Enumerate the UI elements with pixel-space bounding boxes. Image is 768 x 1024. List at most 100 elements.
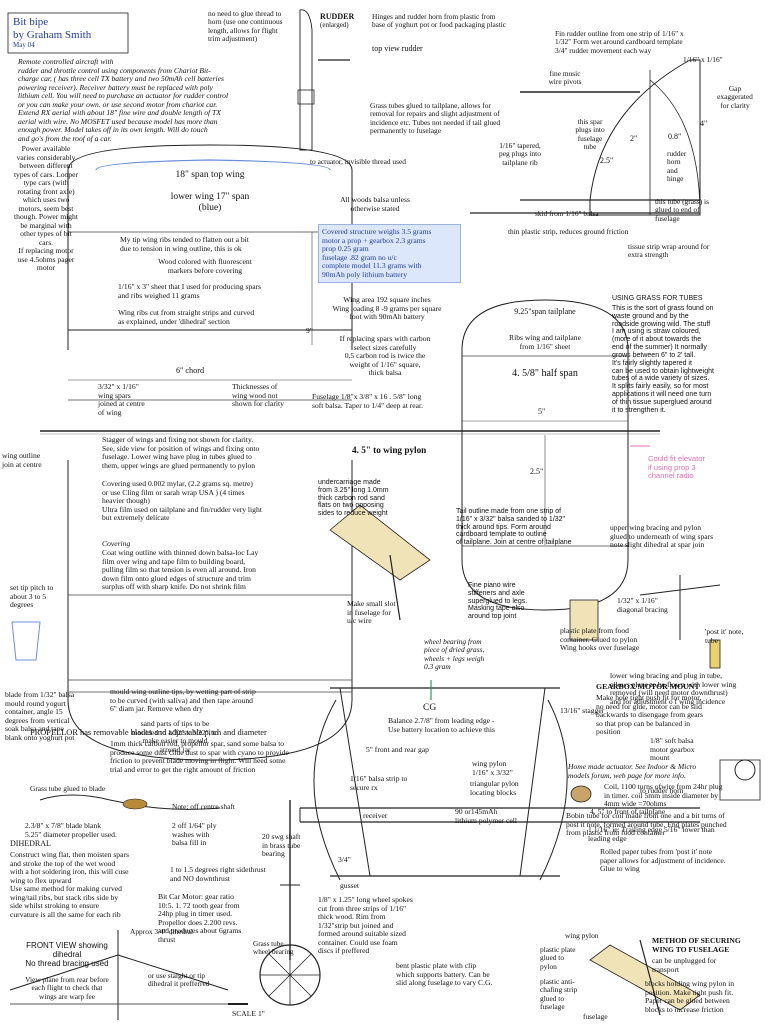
ribs-cut-note: Wing ribs cut from straight strips and c…	[118, 308, 255, 326]
motor-note: Bit Car Motor: gear ratio 10:5. 1. 72 to…	[158, 892, 242, 944]
cg-label: CG	[423, 703, 437, 713]
fin-dim: 1/16" x 1/16"	[683, 55, 723, 64]
shaft-note: 20 swg shaft in brass tube bearing	[262, 832, 301, 858]
covering-head: Covering	[102, 539, 131, 548]
tail-outline-note: Tail outline made from one strip of 1/16…	[456, 508, 572, 547]
power-note: Power available varies considerably betw…	[13, 144, 79, 272]
diagonal-brace-note: 1/32" x 1/16" diagonal bracing	[617, 596, 668, 614]
grass-head: USING GRASS FOR TUBES	[612, 295, 703, 302]
propellor-head-word: PROPELLOR	[30, 728, 78, 737]
gusset-label: gusset	[340, 881, 359, 890]
tail-span: 9.25"span tailplane	[514, 307, 576, 316]
method-head: METHOD OF SECURING WING TO FUSELAGE	[652, 936, 741, 954]
spar-plugs-note: this spar plugs into fuselage tube	[575, 117, 605, 151]
propellor-head-rest: has removable blades and adjustable pitc…	[80, 728, 267, 737]
grass-glue-note: this tube (grass) is glued to end of fus…	[655, 197, 709, 223]
battery-plate-note: bent plastic plate with clip which suppo…	[396, 961, 493, 987]
wheel-note: wheel bearing from piece of dried grass,…	[424, 637, 485, 671]
grass-text: This is the sort of grass found on waste…	[612, 305, 714, 414]
music-wire-note: fine music wire pivots	[548, 69, 582, 87]
front-gap-note: 5" front and rear gap	[366, 745, 429, 754]
fin-dim-4: 4"	[700, 119, 708, 128]
lower-brace-note: lower wing bracing and plug in tube, all…	[610, 671, 737, 706]
blade-blank-note: 2.3/8" x 7/8" blade blank 5.25" diameter…	[25, 821, 117, 839]
gearbox-head: GEARBOX/MOTOR MOUNT	[596, 682, 700, 691]
grass-tube-blade: Grass tube glued to blade	[30, 784, 106, 793]
gearbox-balsa: 1/8" soft balsa motor gearbox mount	[650, 736, 695, 762]
fuselage-label: fuselage	[583, 1012, 608, 1021]
date: May 04	[13, 41, 35, 49]
bobin-note: Bobin tube for coil made from one and a …	[566, 811, 727, 837]
tissue-note: tissue strip wrap around for extra stren…	[628, 242, 710, 260]
postit-note: 'post it' note, tube	[705, 627, 744, 645]
washers-note: 2 off 1/64" ply washes with balsa fill i…	[172, 821, 217, 847]
dim-34: 3/4"	[338, 855, 351, 864]
gap-note: Gap exaggerated for clarity	[717, 84, 753, 110]
thread-note: no need to glue thread to horn (use one …	[208, 9, 283, 43]
trailing-edge-note: 1.1/16" ie: Trailing edge 5/16" lower th…	[588, 825, 715, 843]
pylon-dim: wing pylon 1/16" x 3/32"	[472, 759, 513, 777]
off-centre-note: Note: off centre shaft	[172, 802, 235, 811]
tail-dim-25: 2.5"	[530, 467, 544, 476]
rudder-horn-note: rudder horn and hinge	[667, 149, 687, 183]
upper-brace-note: upper wing bracing and pylon glued to un…	[610, 523, 714, 549]
loading-note: Wing area 192 square inches Wing loading…	[332, 295, 442, 321]
to-rudder-horn: to rudder horn	[640, 786, 684, 795]
fuselage-note: Fuselage 1/8"x 3/8" x 16 . 5/8" long sof…	[312, 392, 424, 410]
balance-note: Balance 2.7/8" from leading edge - Use b…	[388, 716, 495, 734]
straight-dihedral-note: or use staight or tip dihedral it preffe…	[148, 971, 210, 989]
plastic-plate-note: plastic plate from food container. Glued…	[560, 626, 640, 652]
dim-9: 9"	[306, 326, 313, 335]
front-view-note: FRONT VIEW showing dihedral No thread br…	[25, 941, 109, 968]
dihedral-head: DIHEDRAL	[10, 839, 51, 848]
rudder-sub: (enlarged)	[320, 21, 349, 29]
woods-note: All woods balsa unless otherwise stated	[340, 195, 410, 213]
wood-note: Wood colored with fluorescent markers be…	[158, 257, 252, 275]
receiver-label: receiver	[363, 811, 388, 820]
wheel-spokes-note: 1/8" x 1.25" long wheel spokes cut from …	[318, 895, 413, 955]
tail-ribs: Ribs wing and tailplane from 1/16" sheet	[509, 333, 581, 351]
propellor-text: 1mm thick carbon rod, propellor spar, sa…	[110, 739, 289, 774]
undercarriage-note: undercarriage made from 3.25" long 1.0mm…	[318, 479, 389, 518]
stagger-dim: 13/16" stagger	[560, 706, 605, 715]
view-plane-note: View plane from rear before each flight …	[25, 975, 109, 1001]
scale-label: SCALE 1"	[232, 1009, 265, 1018]
blocks-note: blocks holding wing pylon in position. M…	[645, 979, 735, 1014]
tail-half-span: 4. 5/8" half span	[512, 368, 578, 379]
rudder-label: RUDDER	[320, 12, 355, 21]
author: by Graham Smith	[13, 29, 92, 41]
blade-note: blade from 1/32" balsa mould round yogur…	[5, 690, 75, 742]
pylon-blocks-note: triangular pylon locating blocks	[470, 779, 519, 797]
title-box	[7, 12, 129, 54]
intro-text: Remote controlled aircraft with rudder a…	[18, 57, 229, 143]
approx-dihedral: Approx 3/4" dihedral	[130, 927, 193, 936]
join-note: wing outline join at centre	[2, 451, 42, 469]
carbon-note: If replacing spars with carbon select si…	[339, 334, 431, 377]
sheet-note: 1/16" x 3" sheet that I used for produci…	[118, 282, 262, 300]
stagger-note: Stagger of wings and fixing not shown fo…	[102, 435, 260, 470]
weights-box: Covered structure weighs 3.5 grams motor…	[318, 224, 461, 283]
gearbox-text: Make hole tight push fit for motor, no n…	[596, 693, 704, 736]
hinges-note: Hinges and rudder horn from plastic from…	[372, 12, 507, 30]
coil-note: Coil, 1100 turns ofwire from 24hr plug i…	[604, 782, 723, 808]
lower-wing-span: lower wing 17" span (blue)	[170, 192, 250, 213]
propellor-head: PROPELLOR has removable blades and adjus…	[30, 728, 267, 737]
rolled-tubes-note: Rolled paper tubes from 'post it' note p…	[600, 847, 726, 873]
cell-label: 90 or145mAh lithium polymer cell	[455, 807, 518, 825]
wing-pylon-label: wing pylon	[565, 931, 599, 940]
sand-note: sand parts of tips to be moulded to 1/32…	[131, 719, 219, 754]
actuator-note: Home made actuator. See Indoor & Micro m…	[568, 762, 697, 780]
plastic-plate-label: plastic plate glued to pylon	[540, 945, 576, 971]
tips-mould-note: mould wing outline tips, by wetting part…	[110, 687, 256, 713]
thin-plastic-note: thin plastic strip, reduces ground frict…	[508, 227, 629, 236]
fin-dim-08: 0.8"	[668, 132, 682, 141]
tip-pitch-note: set tip pitch to about 3 to 5 degrees	[10, 583, 54, 609]
grass-tubes-note: Grass tubes glued to tailplane, allows f…	[370, 101, 501, 135]
unplug-note: can be unplugged for transport	[652, 956, 717, 974]
top-view-rudder: top view rudder	[372, 44, 423, 53]
tapered-peg-note: 1/16" tapered, peg plugs into tailplane …	[499, 141, 541, 167]
tail-dim-5: 5"	[538, 407, 546, 416]
chord-dim: 6" chord	[175, 366, 205, 375]
